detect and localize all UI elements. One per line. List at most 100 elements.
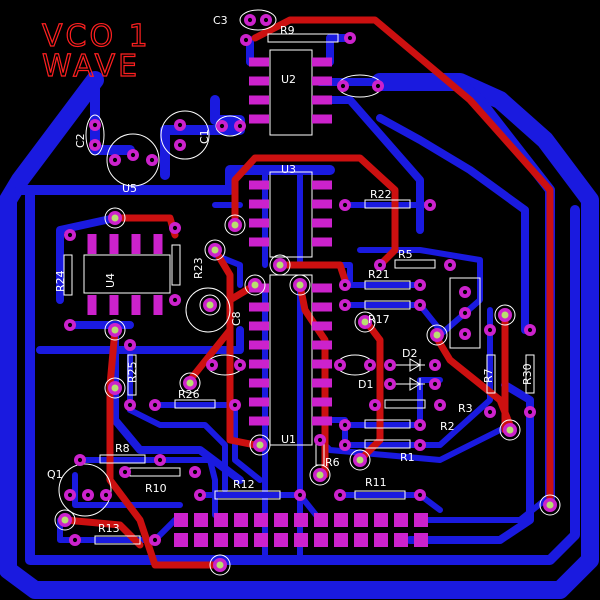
via-19-center xyxy=(61,516,69,524)
r26-body xyxy=(174,399,216,409)
via-16-ring xyxy=(309,464,331,486)
u3-pin-left-1 xyxy=(249,180,269,190)
label-r11: R11 xyxy=(365,476,387,489)
component-pad-15-hole xyxy=(237,123,243,129)
board-title: VCO 1 WAVE xyxy=(41,18,148,84)
r11-body xyxy=(354,490,406,500)
label-r13: R13 xyxy=(98,522,120,535)
label-r8: R8 xyxy=(115,442,130,455)
header-pin-bottom-4 xyxy=(234,533,248,547)
u4-pin-bottom-4 xyxy=(153,295,163,315)
via-19-ring xyxy=(54,509,76,531)
via-3-center xyxy=(211,246,219,254)
component-pad-23-hole xyxy=(447,262,453,268)
u1-pin-right-5 xyxy=(312,359,332,369)
via-5-center xyxy=(251,281,259,289)
label-r9: R9 xyxy=(280,24,295,37)
header-pin-bottom-2 xyxy=(194,533,208,547)
r3-body xyxy=(384,399,426,409)
header-pin-top-11 xyxy=(374,513,388,527)
r2-body xyxy=(364,419,411,429)
label-r22: R22 xyxy=(370,188,392,201)
header-pin-top-2 xyxy=(194,513,208,527)
trace-bottom-right-2 xyxy=(417,497,548,523)
r23-body xyxy=(171,244,181,286)
component-pad-61-hole xyxy=(72,537,78,543)
label-r5: R5 xyxy=(398,248,413,261)
u1-pin-left-5 xyxy=(249,359,269,369)
header-pin-bottom-1 xyxy=(174,533,188,547)
u2-pin-left-2 xyxy=(249,76,269,86)
component-pad-62-hole xyxy=(152,537,158,543)
via-6-ring xyxy=(289,274,311,296)
c1-outline xyxy=(160,110,210,160)
u1-pin-left-2 xyxy=(249,302,269,312)
label-r7: R7 xyxy=(482,368,495,383)
label-r2: R2 xyxy=(440,420,455,433)
connector-pin-2-hole xyxy=(462,310,468,316)
pads-layer xyxy=(64,14,536,547)
component-pad-7-hole xyxy=(92,122,98,128)
component-pad-56-hole xyxy=(103,492,109,498)
via-12-center xyxy=(186,379,194,387)
label-c3: C3 xyxy=(213,14,228,27)
red-trace-u3-loop xyxy=(231,154,399,269)
label-d2: D2 xyxy=(402,347,417,360)
header-pin-top-10 xyxy=(354,513,368,527)
component-pad-8-hole xyxy=(92,142,98,148)
via-2-center xyxy=(231,221,239,229)
u3-pin-left-4 xyxy=(249,237,269,247)
u2-pin-right-4 xyxy=(312,114,332,124)
header-pin-bottom-11 xyxy=(374,533,388,547)
header-pin-top-8 xyxy=(314,513,328,527)
label-r3: R3 xyxy=(458,402,473,415)
component-pad-14-hole xyxy=(219,123,225,129)
component-pad-1-hole xyxy=(243,37,249,43)
r12-body xyxy=(214,490,281,500)
header-pin-bottom-13 xyxy=(414,533,428,547)
ground-ring xyxy=(0,71,599,599)
component-pad-4-hole xyxy=(247,17,253,23)
u5-outline xyxy=(106,133,160,187)
r1-body xyxy=(364,439,411,449)
d1-body xyxy=(395,377,425,391)
u3-pin-right-1 xyxy=(312,180,332,190)
via-16-center xyxy=(316,471,324,479)
label-r6: R6 xyxy=(325,456,340,469)
via-6-center xyxy=(296,281,304,289)
red-trace-left-low xyxy=(106,326,224,569)
via-1-center xyxy=(111,214,119,222)
component-pad-37-hole xyxy=(487,409,493,415)
label-r30: R30 xyxy=(521,363,534,385)
u1-pin-right-8 xyxy=(312,416,332,426)
label-u3: U3 xyxy=(281,163,296,176)
trace-u4-bus xyxy=(36,326,244,354)
component-pad-22-hole xyxy=(377,262,383,268)
component-pad-24-hole xyxy=(342,282,348,288)
r9-body xyxy=(267,33,339,43)
component-pad-46-hole xyxy=(342,422,348,428)
r30-body xyxy=(525,354,535,394)
via-20-ring xyxy=(209,554,231,576)
component-pad-35-hole xyxy=(432,381,438,387)
component-pad-58-hole xyxy=(297,492,303,498)
component-pad-16-hole xyxy=(342,202,348,208)
c2-outline xyxy=(85,114,105,156)
via-8-ring xyxy=(199,294,221,316)
header-pin-bottom-3 xyxy=(214,533,228,547)
component-pad-40-hole xyxy=(127,342,133,348)
label-u2: U2 xyxy=(281,73,296,86)
u1-pin-left-6 xyxy=(249,378,269,388)
u3-pin-right-3 xyxy=(312,218,332,228)
via-5-ring xyxy=(244,274,266,296)
label-r23: R23 xyxy=(192,257,205,279)
label-c8: C8 xyxy=(230,311,243,326)
label-q1: Q1 xyxy=(47,468,63,481)
u4-pin-bottom-3 xyxy=(131,295,141,315)
via-4-center xyxy=(276,261,284,269)
u1-pin-left-3 xyxy=(249,321,269,331)
component-pad-19-hole xyxy=(67,322,73,328)
via-18-center xyxy=(546,501,554,509)
u4-pin-top-3 xyxy=(131,234,141,254)
component-pad-57-hole xyxy=(197,492,203,498)
